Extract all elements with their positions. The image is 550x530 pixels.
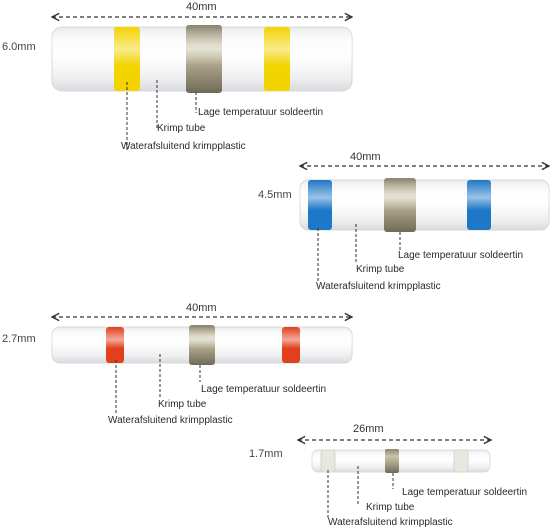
solder-label: Lage temperatuur soldeertin xyxy=(201,384,327,395)
shrink-tube-body xyxy=(311,449,491,473)
diameter-label: 6.0mm xyxy=(2,41,36,53)
length-label: 26mm xyxy=(353,423,384,435)
ring-label: Waterafsluitend krimpplastic xyxy=(108,415,233,426)
sealing-ring-left xyxy=(320,449,336,473)
sealing-ring-right xyxy=(453,449,469,473)
tube-highlight xyxy=(300,180,549,230)
connector-6mm xyxy=(52,17,352,150)
connector-4-5mm xyxy=(300,166,549,282)
diameter-label: 1.7mm xyxy=(249,448,283,460)
tube-label: Krimp tube xyxy=(158,399,207,410)
diameter-label: 2.7mm xyxy=(2,333,36,345)
solder-label: Lage temperatuur soldeertin xyxy=(402,487,528,498)
ring-label: Waterafsluitend krimpplastic xyxy=(316,281,441,292)
ring-label: Waterafsluitend krimpplastic xyxy=(328,517,453,528)
tube-label: Krimp tube xyxy=(356,264,405,275)
tube-label: Krimp tube xyxy=(366,502,415,513)
length-label: 40mm xyxy=(186,302,217,314)
length-label: 40mm xyxy=(350,151,381,163)
diameter-label: 4.5mm xyxy=(258,189,292,201)
tube-highlight xyxy=(52,27,352,91)
connector-2-7mm xyxy=(52,317,352,414)
tube-highlight xyxy=(52,327,352,363)
connector-1-7mm xyxy=(298,440,491,520)
solder-label: Lage temperatuur soldeertin xyxy=(398,250,524,261)
solder-label: Lage temperatuur soldeertin xyxy=(198,107,324,118)
length-label: 40mm xyxy=(186,1,217,13)
ring-label: Waterafsluitend krimpplastic xyxy=(121,141,246,152)
solder-sleeve xyxy=(385,449,399,473)
tube-label: Krimp tube xyxy=(157,123,206,134)
